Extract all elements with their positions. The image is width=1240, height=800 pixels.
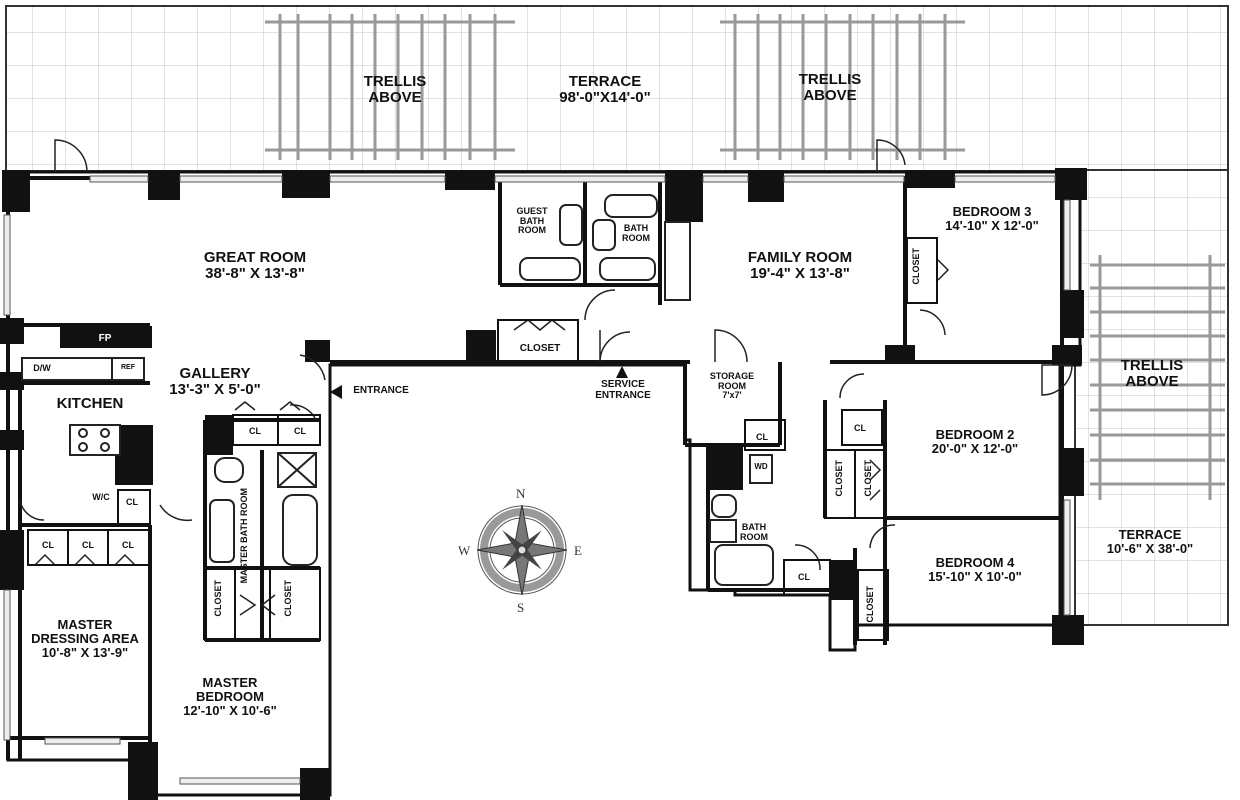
label-closet-hall: CLOSET (519, 343, 561, 354)
label-master-bath: MASTER BATH ROOM (239, 488, 249, 584)
label-entrance: ENTRANCE (353, 385, 409, 396)
label-closet-master-1: CLOSET (213, 580, 223, 617)
label-wd: WD (754, 462, 768, 471)
label-closet-master-2: CLOSET (283, 580, 293, 617)
trellis-middle (720, 14, 965, 160)
label-cl-kitchen: CL (126, 497, 138, 507)
label-closet-bed2-2: CLOSET (863, 460, 873, 497)
label-cl-dressing-2: CL (82, 540, 94, 550)
trellis-left (265, 14, 515, 160)
terrace-top-area (5, 5, 1229, 172)
terrace-right-area (1074, 169, 1229, 626)
windows (3, 175, 1071, 785)
label-cl-bed4: CL (798, 572, 810, 582)
label-closet-bed4: CLOSET (865, 586, 875, 623)
label-cl-gallery-2: CL (294, 426, 306, 436)
trellis-right (1090, 255, 1225, 500)
fixtures (21, 194, 774, 586)
label-fp: FP (98, 333, 112, 344)
compass-n: N (516, 486, 526, 501)
compass-e: E (574, 543, 582, 558)
label-cl-gallery-1: CL (249, 426, 261, 436)
columns (0, 168, 1087, 800)
closet-boxes (27, 237, 938, 641)
label-dw: D/W (33, 363, 51, 373)
entrance-arrows (330, 366, 628, 399)
label-cl-bed2: CL (854, 423, 866, 433)
label-wc: W/C (92, 492, 110, 502)
label-cl-storage: CL (756, 432, 768, 442)
compass-s: S (517, 600, 525, 615)
compass-w: W (458, 543, 471, 558)
label-ref: REF (121, 364, 135, 371)
label-closet-bed2-1: CLOSET (834, 460, 844, 497)
compass-icon (476, 504, 568, 596)
label-cl-dressing-1: CL (42, 540, 54, 550)
label-kitchen: KITCHEN (56, 395, 124, 412)
label-cl-dressing-3: CL (122, 540, 134, 550)
label-closet-b3: CLOSET (911, 248, 921, 285)
